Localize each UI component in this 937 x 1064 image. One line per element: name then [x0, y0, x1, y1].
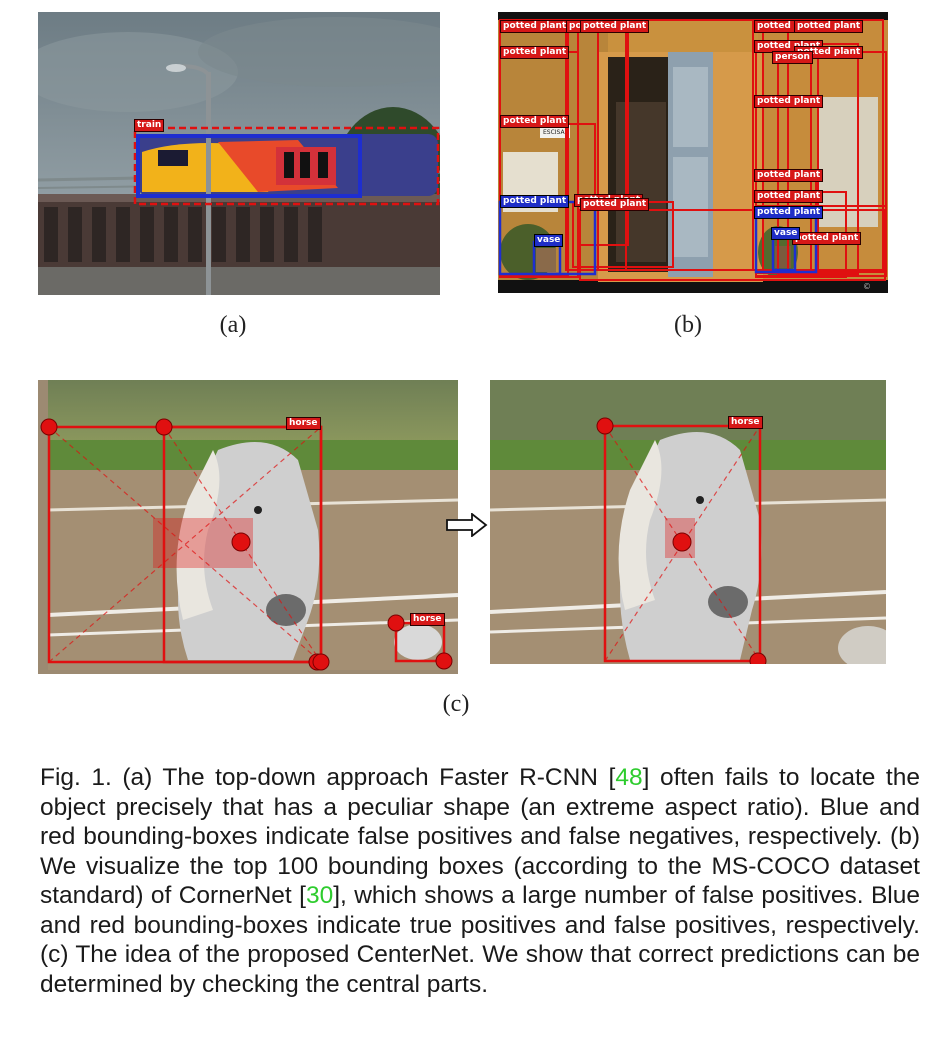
panel-b-label: potted plant: [794, 20, 864, 33]
sublabel-c: (c): [442, 691, 470, 717]
panel-b-label: potted plant: [500, 20, 570, 33]
panel-b-label: potted plant: [500, 115, 570, 128]
panel-b-image: ESCISA ©: [498, 12, 888, 293]
caption-text: ], which shows a large number of false p…: [40, 882, 920, 998]
panel-b-label: vase: [771, 227, 801, 240]
panel-b-label: potted plant: [500, 195, 570, 208]
panel-c-left-image: horse horse: [38, 380, 458, 674]
sublabel-b: (b): [674, 312, 702, 338]
figure-caption: Fig. 1. (a) The top-down approach Faster…: [40, 763, 920, 999]
arrow-icon: [446, 513, 488, 537]
panel-c-right-image: horse: [490, 380, 886, 664]
panel-b-label: vase: [534, 234, 564, 247]
panel-b-label: potted plant: [754, 206, 824, 219]
caption-fig-label: Fig. 1.: [40, 764, 112, 791]
citation-link[interactable]: 30: [305, 882, 334, 909]
panel-b-label: potted plant: [792, 232, 862, 245]
panel-b-label: potted plant: [754, 190, 824, 203]
panel-b-label: potted plant: [580, 20, 650, 33]
panel-b-label: person: [772, 51, 813, 64]
panel-c-right-label: horse: [728, 416, 763, 429]
panel-c-left-label: horse: [410, 613, 445, 626]
sublabel-a: (a): [219, 312, 247, 338]
panel-b-label: potted plant: [580, 198, 650, 211]
panel-b-label: potted plant: [754, 169, 824, 182]
caption-text: ] often fails to locate the object preci…: [40, 764, 920, 909]
watermark: ©: [863, 282, 871, 291]
panel-a-label: train: [134, 119, 165, 132]
panel-c-left-label: horse: [286, 417, 321, 430]
panel-b-label: potted plant: [754, 95, 824, 108]
panel-a-image: train: [38, 12, 440, 295]
sign-text: ESCISA: [543, 129, 565, 136]
panel-b-label: potted plant: [500, 46, 570, 59]
citation-link[interactable]: 48: [615, 764, 643, 791]
caption-text: (a) The top-down approach Faster R-CNN [: [111, 764, 616, 791]
